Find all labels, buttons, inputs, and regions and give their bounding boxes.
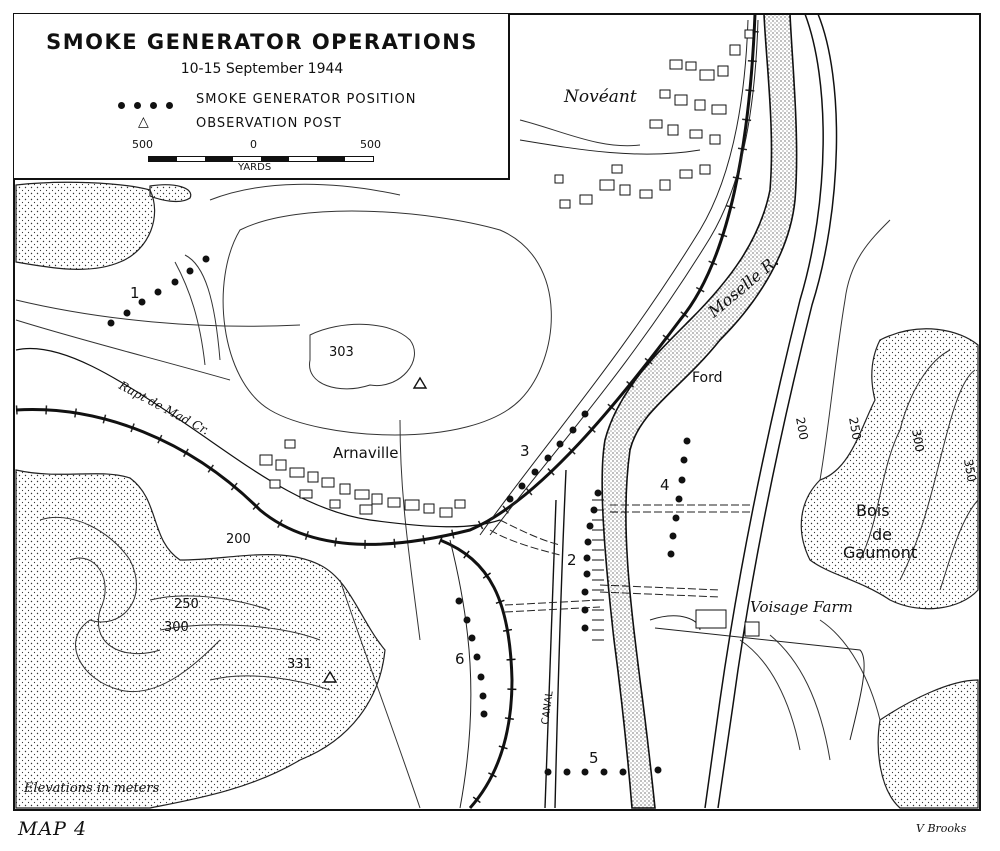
- label-noveant: Novéant: [563, 87, 637, 107]
- rupt-de-mad-creek: [15, 348, 501, 528]
- position-number-1: 1: [130, 284, 140, 302]
- woods: [15, 181, 979, 809]
- smoke-line-6: [455, 597, 488, 718]
- legend-op-label: OBSERVATION POST: [196, 116, 342, 131]
- contour-300-east: 300: [909, 428, 927, 453]
- position-number-6: 6: [455, 650, 465, 668]
- scale-unit: YARDS: [238, 162, 272, 173]
- map-caption: MAP 4: [18, 818, 88, 840]
- smoke-line-2: [581, 489, 602, 632]
- position-number-2: 2: [567, 551, 577, 569]
- railroad: [15, 13, 760, 811]
- elevation-note: Elevations in meters: [23, 781, 160, 796]
- contour-200-east: 200: [793, 416, 811, 441]
- scale-bar: 500 0 500 YARDS: [132, 138, 381, 173]
- smoke-line-3: [506, 410, 589, 503]
- contour-250-east: 250: [846, 416, 864, 441]
- contour-350-east: 350: [961, 458, 979, 483]
- smoke-line-1: [107, 255, 210, 327]
- observation-post-icon: [412, 376, 428, 389]
- scale-zero: 0: [250, 138, 257, 151]
- contour-300-west: 300: [164, 620, 189, 635]
- legend-smoke-label: SMOKE GENERATOR POSITION: [196, 92, 417, 107]
- label-ford: Ford: [692, 370, 723, 386]
- label-de: de: [872, 525, 892, 544]
- map-title: SMOKE GENERATOR OPERATIONS: [46, 30, 478, 54]
- contour-200-west: 200: [226, 532, 251, 547]
- contours: [15, 119, 979, 809]
- label-bois: Bois: [856, 501, 890, 520]
- smoke-line-5: [544, 766, 662, 776]
- canal-crossing-hatch: [592, 499, 604, 641]
- map-credit: V Brooks: [916, 822, 967, 835]
- position-number-4: 4: [660, 476, 670, 494]
- legend: SMOKE GENERATOR OPERATIONS 10-15 Septemb…: [14, 14, 510, 180]
- elevation-331: 331: [287, 657, 312, 672]
- moselle-river: [601, 13, 798, 809]
- smoke-line-4: [667, 437, 691, 558]
- label-voisage-farm: Voisage Farm: [750, 598, 853, 616]
- position-number-3: 3: [520, 442, 530, 460]
- scale-left: 500: [132, 138, 153, 151]
- map-date: 10-15 September 1944: [180, 61, 344, 77]
- observation-post-icon: △: [138, 114, 149, 130]
- position-number-5: 5: [589, 749, 599, 767]
- label-gaumont: Gaumont: [843, 543, 917, 562]
- observation-post-icon: [322, 670, 338, 683]
- contour-250-west: 250: [174, 597, 199, 612]
- noveant-village: [554, 29, 754, 209]
- label-arnaville: Arnaville: [333, 444, 398, 462]
- east-road: [704, 13, 824, 809]
- arnaville-village: [259, 439, 466, 518]
- label-canal: CANAL: [540, 690, 556, 725]
- voisage-farm-buildings: [695, 609, 760, 637]
- smoke-generator-icon: [118, 94, 198, 109]
- elevation-303: 303: [329, 345, 354, 360]
- roads: [449, 19, 865, 809]
- canal: [544, 499, 557, 809]
- scale-right: 500: [360, 138, 381, 151]
